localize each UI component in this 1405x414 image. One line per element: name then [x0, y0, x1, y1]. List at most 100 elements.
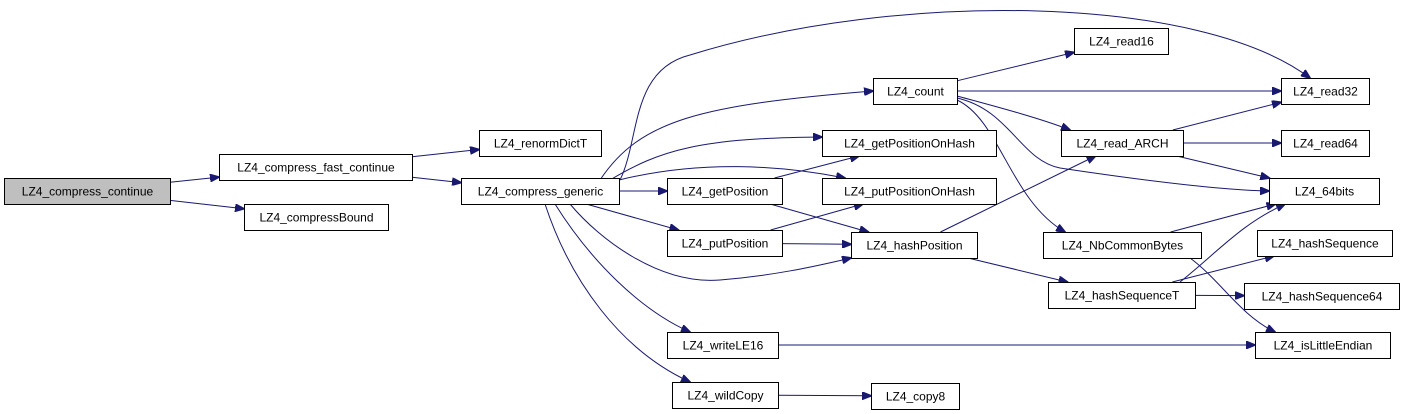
node-box [667, 230, 783, 257]
node-box [1269, 178, 1380, 205]
node-box [672, 382, 779, 409]
node-box [1281, 78, 1370, 105]
edge-compress_continue-to-compressBound [169, 199, 244, 208]
node-label: LZ4_count [887, 85, 944, 99]
node-label: LZ4_64bits [1295, 185, 1354, 199]
node-hashSequence[interactable]: LZ4_hashSequence [1257, 230, 1393, 257]
node-label: LZ4_NbCommonBytes [1062, 239, 1183, 253]
node-getPositionOnHash[interactable]: LZ4_getPositionOnHash [822, 130, 997, 157]
node-box [4, 178, 171, 205]
edge-compress_fast_continue-to-compress_generic [411, 176, 461, 182]
node-box [851, 232, 978, 259]
node-label: LZ4_read64 [1293, 137, 1358, 151]
node-copy8[interactable]: LZ4_copy8 [871, 383, 960, 410]
node-read_ARCH[interactable]: LZ4_read_ARCH [1061, 130, 1184, 157]
edge-wildCopy-to-copy8 [777, 395, 871, 396]
node-label: LZ4_compress_fast_continue [237, 161, 395, 175]
edge-read_ARCH-to-read32 [1172, 102, 1281, 131]
edge-count-to-read_ARCH [956, 95, 1070, 130]
node-box [1257, 230, 1393, 257]
edge-compress_generic-to-read32 [619, 10, 1310, 181]
node-label: LZ4_copy8 [886, 390, 946, 404]
node-label: LZ4_hashPosition [866, 239, 962, 253]
node-box [1074, 28, 1169, 55]
node-writeLE16[interactable]: LZ4_writeLE16 [667, 332, 779, 359]
node-renormDictT[interactable]: LZ4_renormDictT [479, 130, 602, 157]
node-box [822, 178, 997, 205]
edge-getPosition-to-hashPosition [769, 203, 868, 232]
edge-NbCommonBytes-to-64bits [1170, 204, 1276, 233]
node-box [219, 154, 413, 181]
edge-hashPosition-to-read_ARCH [940, 156, 1096, 233]
node-hashSequenceT[interactable]: LZ4_hashSequenceT [1048, 282, 1196, 309]
node-label: LZ4_compress_continue [22, 185, 154, 199]
node-putPositionOnHash[interactable]: LZ4_putPositionOnHash [822, 178, 997, 205]
edge-compress_generic-to-count [599, 91, 873, 181]
node-read32[interactable]: LZ4_read32 [1281, 78, 1370, 105]
edge-read_ARCH-to-64bits [1176, 155, 1270, 178]
node-label: LZ4_putPosition [682, 237, 769, 251]
node-box [1043, 232, 1202, 259]
node-box [1048, 282, 1196, 309]
edge-hashPosition-to-hashSequenceT [967, 257, 1068, 282]
node-label: LZ4_hashSequence64 [1262, 290, 1383, 304]
node-label: LZ4_read_ARCH [1076, 137, 1168, 151]
node-label: LZ4_read16 [1089, 35, 1154, 49]
node-read16[interactable]: LZ4_read16 [1074, 28, 1169, 55]
nodes-layer: LZ4_compress_continue LZ4_compress_fast_c… [4, 28, 1400, 410]
node-box [1281, 130, 1370, 157]
edge-compress_generic-to-wildCopy [544, 203, 690, 382]
node-putPosition[interactable]: LZ4_putPosition [667, 230, 783, 257]
edges-layer [169, 10, 1310, 396]
node-label: LZ4_getPositionOnHash [844, 137, 975, 151]
edge-compress_continue-to-compress_fast_continue [169, 177, 219, 183]
node-box [667, 332, 779, 359]
node-box [1255, 332, 1391, 359]
edge-putPosition-to-putPositionOnHash [770, 204, 863, 231]
node-label: LZ4_writeLE16 [683, 339, 764, 353]
node-count[interactable]: LZ4_count [873, 78, 958, 105]
edge-getPosition-to-getPositionOnHash [774, 156, 860, 179]
edge-compress_generic-to-putPositionOnHash [618, 166, 845, 180]
node-compressBound[interactable]: LZ4_compressBound [244, 204, 389, 231]
node-read64[interactable]: LZ4_read64 [1281, 130, 1370, 157]
node-compress_continue[interactable]: LZ4_compress_continue [4, 178, 171, 205]
node-hashSequence64[interactable]: LZ4_hashSequence64 [1244, 283, 1400, 310]
node-compress_fast_continue[interactable]: LZ4_compress_fast_continue [219, 154, 413, 181]
node-box [1244, 283, 1400, 310]
node-box [479, 130, 602, 157]
edge-compress_generic-to-putPosition [585, 203, 678, 230]
node-label: LZ4_hashSequence [1271, 237, 1379, 251]
edge-count-to-64bits [956, 97, 1269, 191]
node-box [667, 178, 783, 205]
node-getPosition[interactable]: LZ4_getPosition [667, 178, 783, 205]
node-label: LZ4_compress_generic [478, 185, 603, 199]
edge-compress_fast_continue-to-renormDictT [411, 150, 479, 158]
edge-putPosition-to-hashPosition [781, 244, 851, 245]
node-box [822, 130, 997, 157]
node-label: LZ4_renormDictT [494, 137, 588, 151]
node-label: LZ4_read32 [1293, 85, 1358, 99]
edge-count-to-NbCommonBytes [956, 99, 1065, 232]
node-wildCopy[interactable]: LZ4_wildCopy [672, 382, 779, 409]
edge-compress_generic-to-hashPosition [569, 203, 851, 281]
node-box [244, 204, 389, 231]
node-label: LZ4_compressBound [259, 211, 373, 225]
node-isLittleEndian[interactable]: LZ4_isLittleEndian [1255, 332, 1391, 359]
node-label: LZ4_hashSequenceT [1065, 289, 1180, 303]
node-64bits[interactable]: LZ4_64bits [1269, 178, 1380, 205]
node-box [461, 178, 620, 205]
edge-compress_generic-to-getPositionOnHash [609, 137, 822, 181]
edge-hashSequenceT-to-64bits [1179, 204, 1285, 283]
node-label: LZ4_getPosition [682, 185, 769, 199]
node-label: LZ4_putPositionOnHash [844, 185, 975, 199]
node-box [873, 78, 958, 105]
node-label: LZ4_isLittleEndian [1274, 339, 1373, 353]
edge-hashSequenceT-to-hashSequence [1172, 256, 1274, 283]
edge-compress_generic-to-writeLE16 [554, 203, 690, 332]
node-compress_generic[interactable]: LZ4_compress_generic [461, 178, 620, 205]
node-NbCommonBytes[interactable]: LZ4_NbCommonBytes [1043, 232, 1202, 259]
node-box [1061, 130, 1184, 157]
node-hashPosition[interactable]: LZ4_hashPosition [851, 232, 978, 259]
